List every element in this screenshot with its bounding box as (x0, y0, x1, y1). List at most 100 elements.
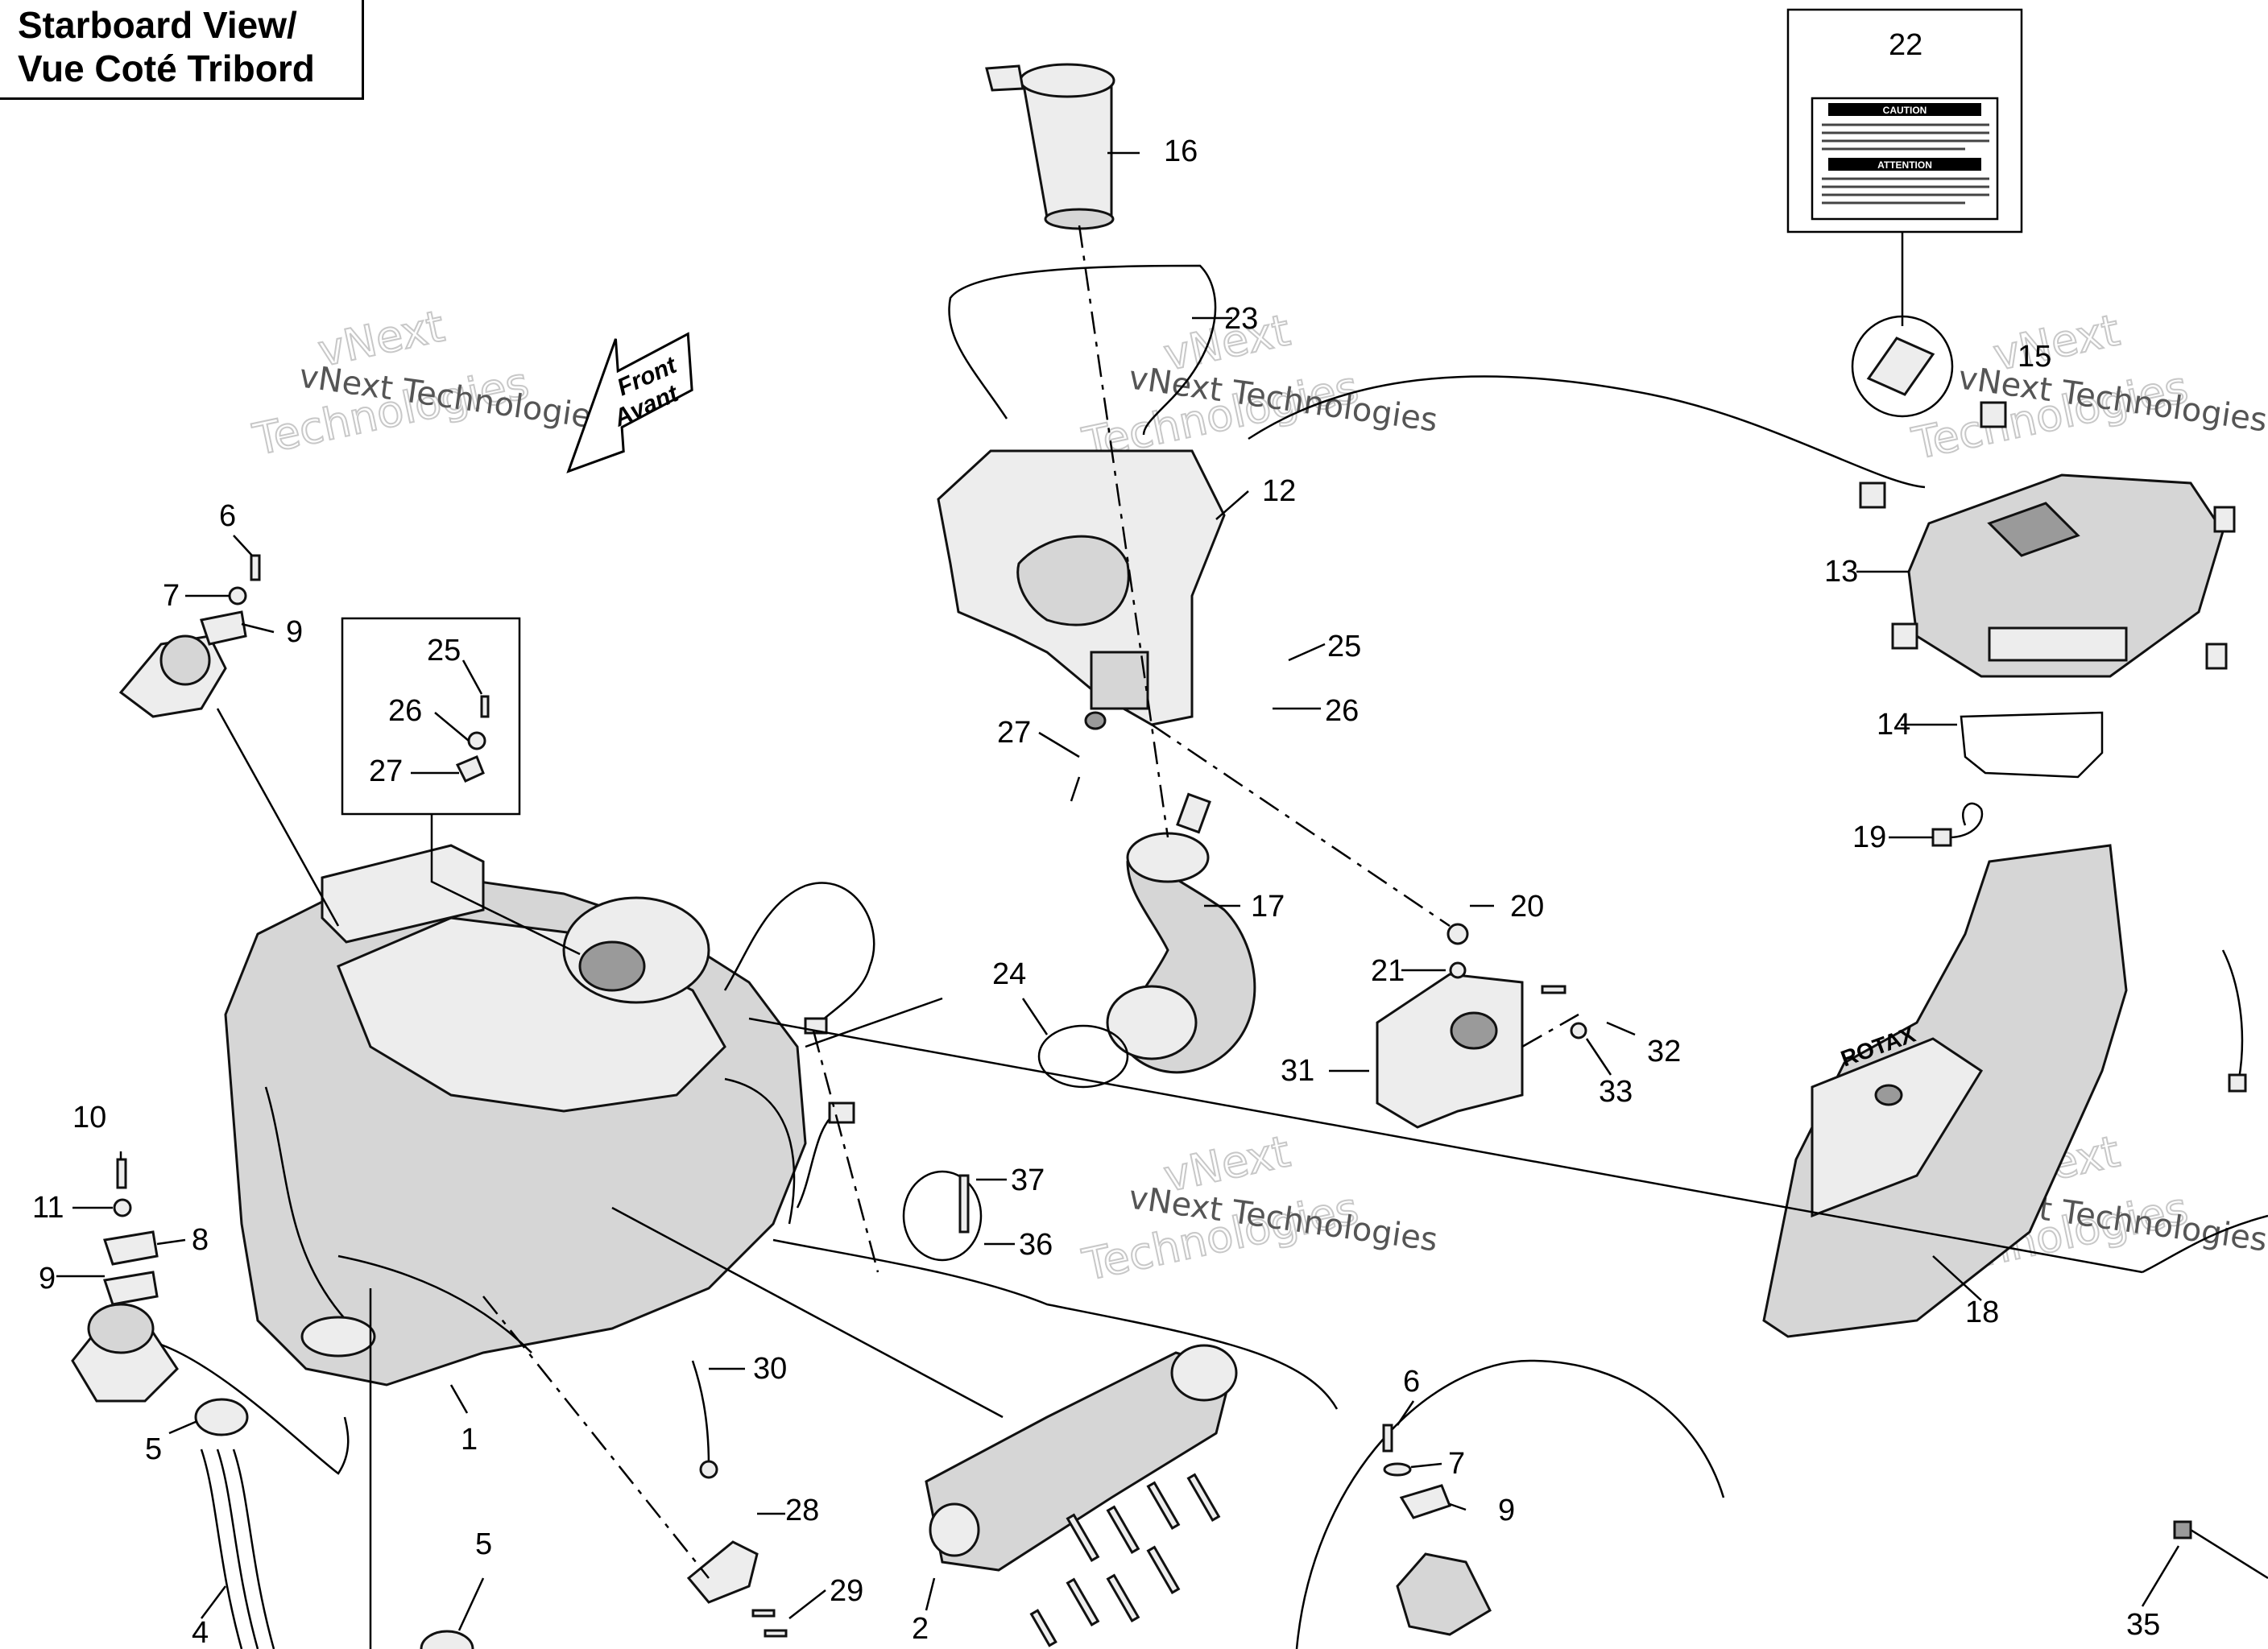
callout-13: 13 (1824, 555, 1858, 589)
air-box-12 (937, 449, 1226, 730)
air-box-cover-13 (1859, 401, 2236, 678)
engine-mount-upper-left (118, 554, 261, 718)
caution-body-lines-fr (1822, 177, 1989, 205)
callout-19: 19 (1852, 820, 1886, 854)
callout-labels: 16 23 12 25 26 27 17 24 20 21 31 32 33 3… (32, 28, 2160, 1649)
callout-20: 20 (1510, 890, 1544, 924)
mount-washer-lower-2 (103, 1230, 159, 1266)
cover-clip-top (1980, 401, 2007, 428)
callout-23: 23 (1224, 302, 1258, 336)
air-box-inner-chamber (1016, 535, 1130, 626)
caution-body-lines-en (1822, 123, 1989, 151)
cover-vent (1988, 626, 2128, 662)
hose-4-fill (216, 1449, 259, 1649)
callout-4: 4 (192, 1616, 209, 1649)
callout-27-right: 27 (997, 716, 1031, 750)
callout-21: 21 (1371, 954, 1405, 988)
callout-29: 29 (830, 1574, 863, 1608)
detail-washer-26 (467, 731, 486, 750)
callout-12: 12 (1262, 474, 1296, 508)
callout-7-upper: 7 (163, 579, 180, 613)
hose-19 (1948, 802, 1984, 839)
mount-washer-small-upper (228, 586, 247, 605)
caution-detail-circle (1851, 315, 1954, 418)
rotax-cover-18: ROTAX (1762, 844, 2128, 1338)
callout-9-upper: 9 (286, 615, 303, 649)
dashed-centerlines (482, 225, 1579, 1579)
cable-35-curve (2142, 1214, 2268, 1274)
elbow-tab (1176, 792, 1211, 834)
callout-6-upper: 6 (219, 499, 236, 533)
elbow-17 (1106, 792, 1256, 1074)
clamp-24 (1037, 1024, 1129, 1089)
callout-16: 16 (1164, 134, 1198, 168)
callout-15: 15 (2018, 340, 2051, 374)
engine-turbo-inlet (578, 940, 646, 992)
mount-rubber-lower (87, 1303, 155, 1354)
elbow-top-ring (1126, 832, 1210, 883)
elbow-bottom-ring (1106, 985, 1198, 1060)
bracket-31 (1376, 973, 1524, 1129)
leader-lines (56, 151, 2180, 1649)
callout-17: 17 (1251, 890, 1285, 924)
cover-clip-right-1 (2213, 506, 2236, 533)
air-duct-tube (1021, 79, 1113, 219)
callout-22: 22 (1889, 28, 1922, 62)
stud-4 (1106, 1505, 1140, 1555)
callout-25-left: 25 (427, 634, 461, 667)
engine-assembly (224, 844, 807, 1387)
stud-2 (1186, 1473, 1221, 1523)
clamp-5-upper (194, 1398, 249, 1436)
retaining-rod-23 (948, 264, 1217, 436)
callout-11: 11 (32, 1191, 64, 1225)
cover-clip-left-2 (1891, 622, 1918, 650)
callout-1: 1 (461, 1423, 478, 1457)
bolt-32 (1541, 985, 1566, 994)
hose-return-line (160, 1343, 350, 1475)
callout-5-upper: 5 (145, 1432, 162, 1466)
hose-4-edge-2 (232, 1449, 275, 1649)
caution-label-sticker (1811, 97, 1999, 221)
manifold-end (929, 1502, 980, 1557)
intake-manifold-2 (925, 1344, 1238, 1572)
callout-9-lower: 9 (39, 1262, 56, 1296)
rotax-cover-cap (1874, 1084, 1903, 1106)
mount-bolt-lower (116, 1158, 127, 1189)
cover-grille (1987, 502, 2080, 557)
sensor-harness-cable (723, 882, 875, 1031)
callout-36: 36 (1019, 1228, 1053, 1262)
callout-9-detail: 9 (1498, 1494, 1515, 1527)
mount-washer-upper (200, 610, 247, 646)
bracket-hole (1450, 1011, 1498, 1050)
callout-25-right: 25 (1327, 630, 1361, 663)
stud-1 (1146, 1481, 1181, 1531)
callout-27-left: 27 (369, 754, 403, 788)
caution-label-box (1786, 8, 2023, 234)
callout-26-right: 26 (1325, 694, 1359, 728)
detail-mount-rubber (1396, 1552, 1492, 1636)
air-duct-tab (985, 64, 1024, 92)
right-edge-cable-fitting (2228, 1073, 2247, 1093)
callout-14: 14 (1877, 708, 1910, 742)
manifold-body (925, 1351, 1234, 1572)
hose-19-fitting (1931, 828, 1952, 847)
mount-washer-lower-1 (103, 1271, 159, 1306)
mount-washer-small-lower (113, 1198, 132, 1217)
callout-18: 18 (1965, 1296, 1999, 1329)
engine-intercooler (321, 844, 485, 944)
view-title-english: Starboard View/ (18, 4, 297, 46)
bracket-body (1376, 973, 1524, 1129)
front-direction-arrow: Front Avant (566, 332, 693, 473)
washer-33 (1570, 1022, 1587, 1039)
callout-2: 2 (912, 1612, 929, 1646)
hose-4-edge-1 (200, 1449, 243, 1649)
dipstick-grommet (699, 1460, 718, 1479)
stud-8 (1029, 1609, 1057, 1647)
callout-10: 10 (72, 1101, 106, 1134)
cover-body (1907, 473, 2225, 678)
air-duct-top-opening (1019, 63, 1115, 98)
stud-3 (1066, 1513, 1100, 1563)
caution-header-en: CAUTION (1883, 105, 1927, 116)
air-box-fastener-point (1084, 711, 1107, 730)
